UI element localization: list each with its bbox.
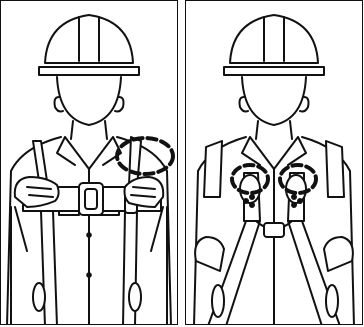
hard-hat-icon — [230, 15, 318, 63]
hard-hat-icon — [45, 15, 133, 63]
left-illustration — [1, 1, 178, 325]
right-panel — [185, 0, 363, 325]
left-panel — [0, 0, 178, 325]
head-outline — [57, 77, 121, 125]
shoulder-highlight — [117, 138, 173, 174]
head-outline — [242, 77, 306, 125]
right-illustration — [186, 1, 363, 325]
